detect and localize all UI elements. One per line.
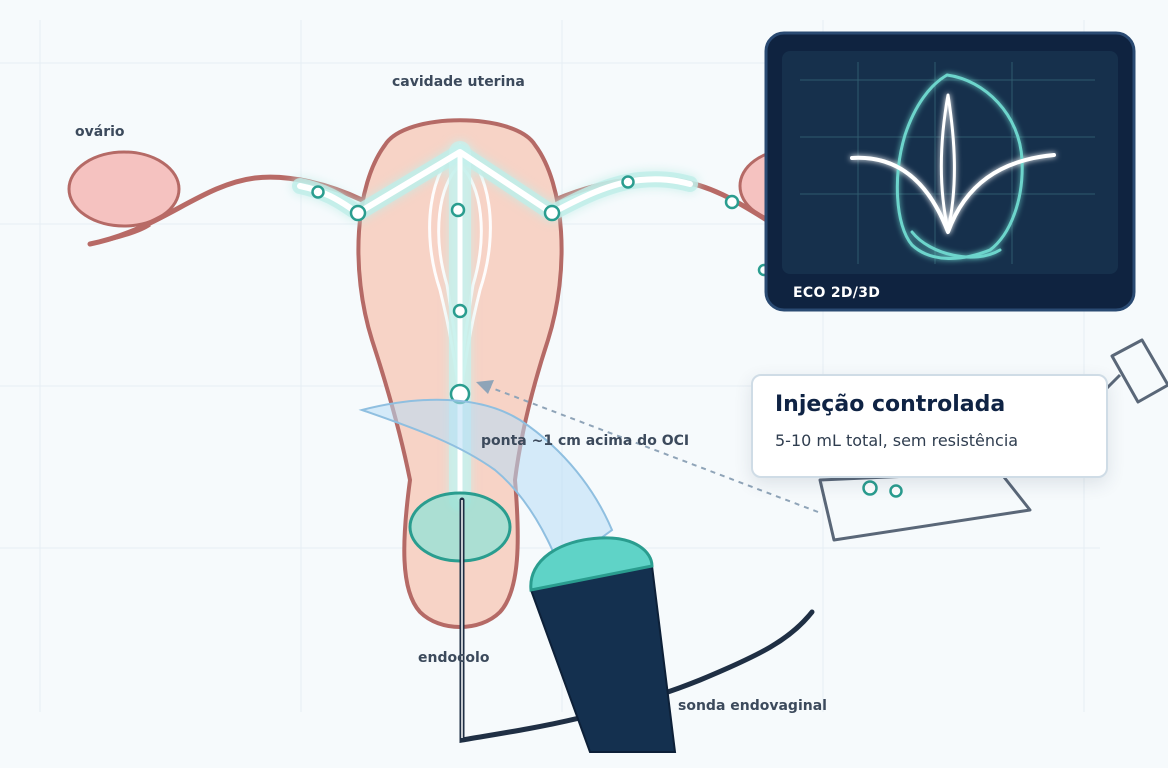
left-fimbria xyxy=(91,223,151,246)
syringe-bubbles xyxy=(862,480,903,498)
info-title: Injeção controlada xyxy=(775,392,1006,417)
uterine-cavity-label: cavidade uterina xyxy=(392,74,525,90)
info-card: Injeção controlada 5-10 mL total, sem re… xyxy=(751,374,1108,478)
endovaginal-probe xyxy=(529,536,677,753)
marker-right-cornu xyxy=(543,204,561,222)
monitor-screen xyxy=(782,51,1118,274)
marker-fundus xyxy=(450,202,466,218)
monitor-grid xyxy=(800,62,1095,264)
probe-label: sonda endovaginal xyxy=(678,698,827,714)
ovary-label: ovário xyxy=(75,124,125,140)
catheter xyxy=(459,497,815,743)
marker-left-cornu xyxy=(349,204,367,222)
left-ovary xyxy=(67,150,181,228)
marker-right-tube xyxy=(621,175,635,189)
info-subtitle: 5-10 mL total, sem resistência xyxy=(775,431,1019,450)
catheter-tip-label: ponta ~1 cm acima do OCI xyxy=(481,433,690,449)
ultrasound-image xyxy=(850,73,1056,260)
marker-left-tube xyxy=(311,185,325,199)
pointer-arrowhead xyxy=(476,380,494,394)
monitor-caption: ECO 2D/3D xyxy=(793,285,881,301)
flow-markers xyxy=(311,175,771,405)
endocervix-label: endocolo xyxy=(418,650,490,666)
ultrasound-beam xyxy=(358,398,614,570)
marker-mid-cavity xyxy=(452,303,468,319)
marker-right-fimbria xyxy=(724,194,740,210)
ultrasound-monitor xyxy=(764,31,1136,312)
